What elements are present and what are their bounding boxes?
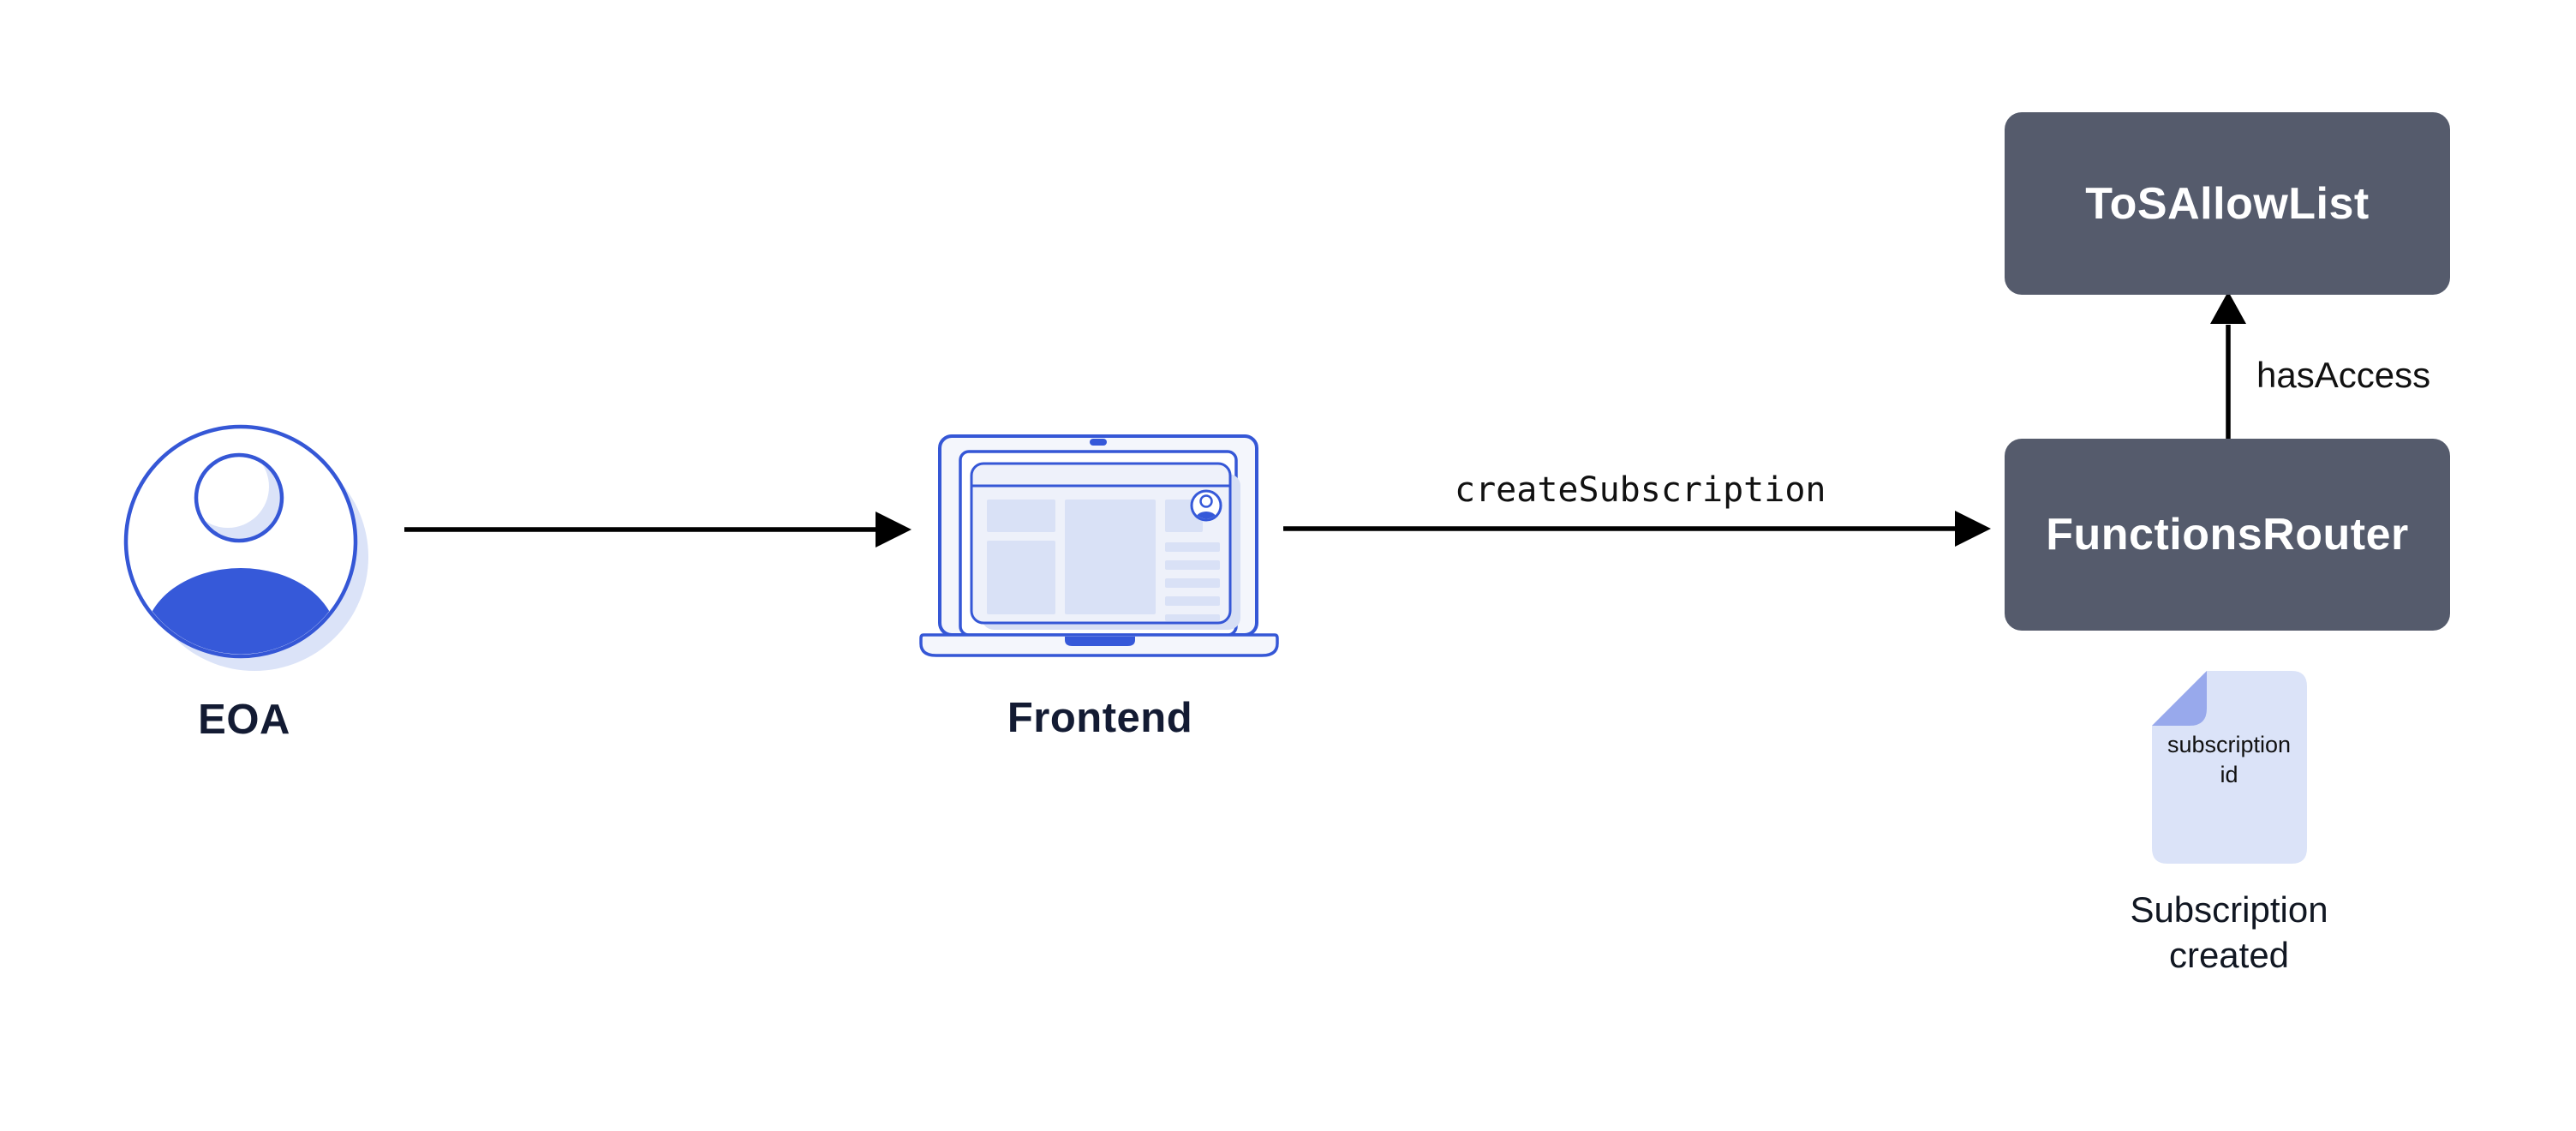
tosallowlist-label: ToSAllowList [2085,178,2370,229]
node-tosallowlist: ToSAllowList [2005,112,2450,295]
frontend-node-label: Frontend [1007,695,1193,741]
browser-content-placeholders [987,500,1220,621]
functionsrouter-label: FunctionsRouter [2046,510,2409,560]
document-icon [2152,671,2307,864]
document-text: subscription id [2167,732,2292,788]
arrow-functionsrouter-to-tosallowlist [2210,291,2246,439]
edge-label-createsubscription: createSubscription [1455,470,1826,510]
laptop-notch [1065,637,1135,646]
mini-avatar-icon [1190,489,1222,522]
avatar-shoulders [145,568,337,655]
edge-label-hasaccess: hasAccess [2256,355,2431,395]
arrowhead-icon [2210,291,2246,324]
laptop-camera-icon [1090,439,1107,446]
eoa-node-label: EOA [198,697,290,743]
laptop-icon [919,434,1279,657]
arrowhead-icon [1955,511,1991,547]
document-caption: Subscription created [2130,889,2328,975]
arrow-frontend-to-functionsrouter [1283,511,1991,547]
arrow-eoa-to-frontend [404,512,911,548]
document-fold [2152,671,2207,726]
avatar-head [194,452,284,543]
node-functionsrouter: FunctionsRouter [2005,439,2450,631]
user-avatar-icon [123,424,368,671]
arrowhead-icon [876,512,911,548]
